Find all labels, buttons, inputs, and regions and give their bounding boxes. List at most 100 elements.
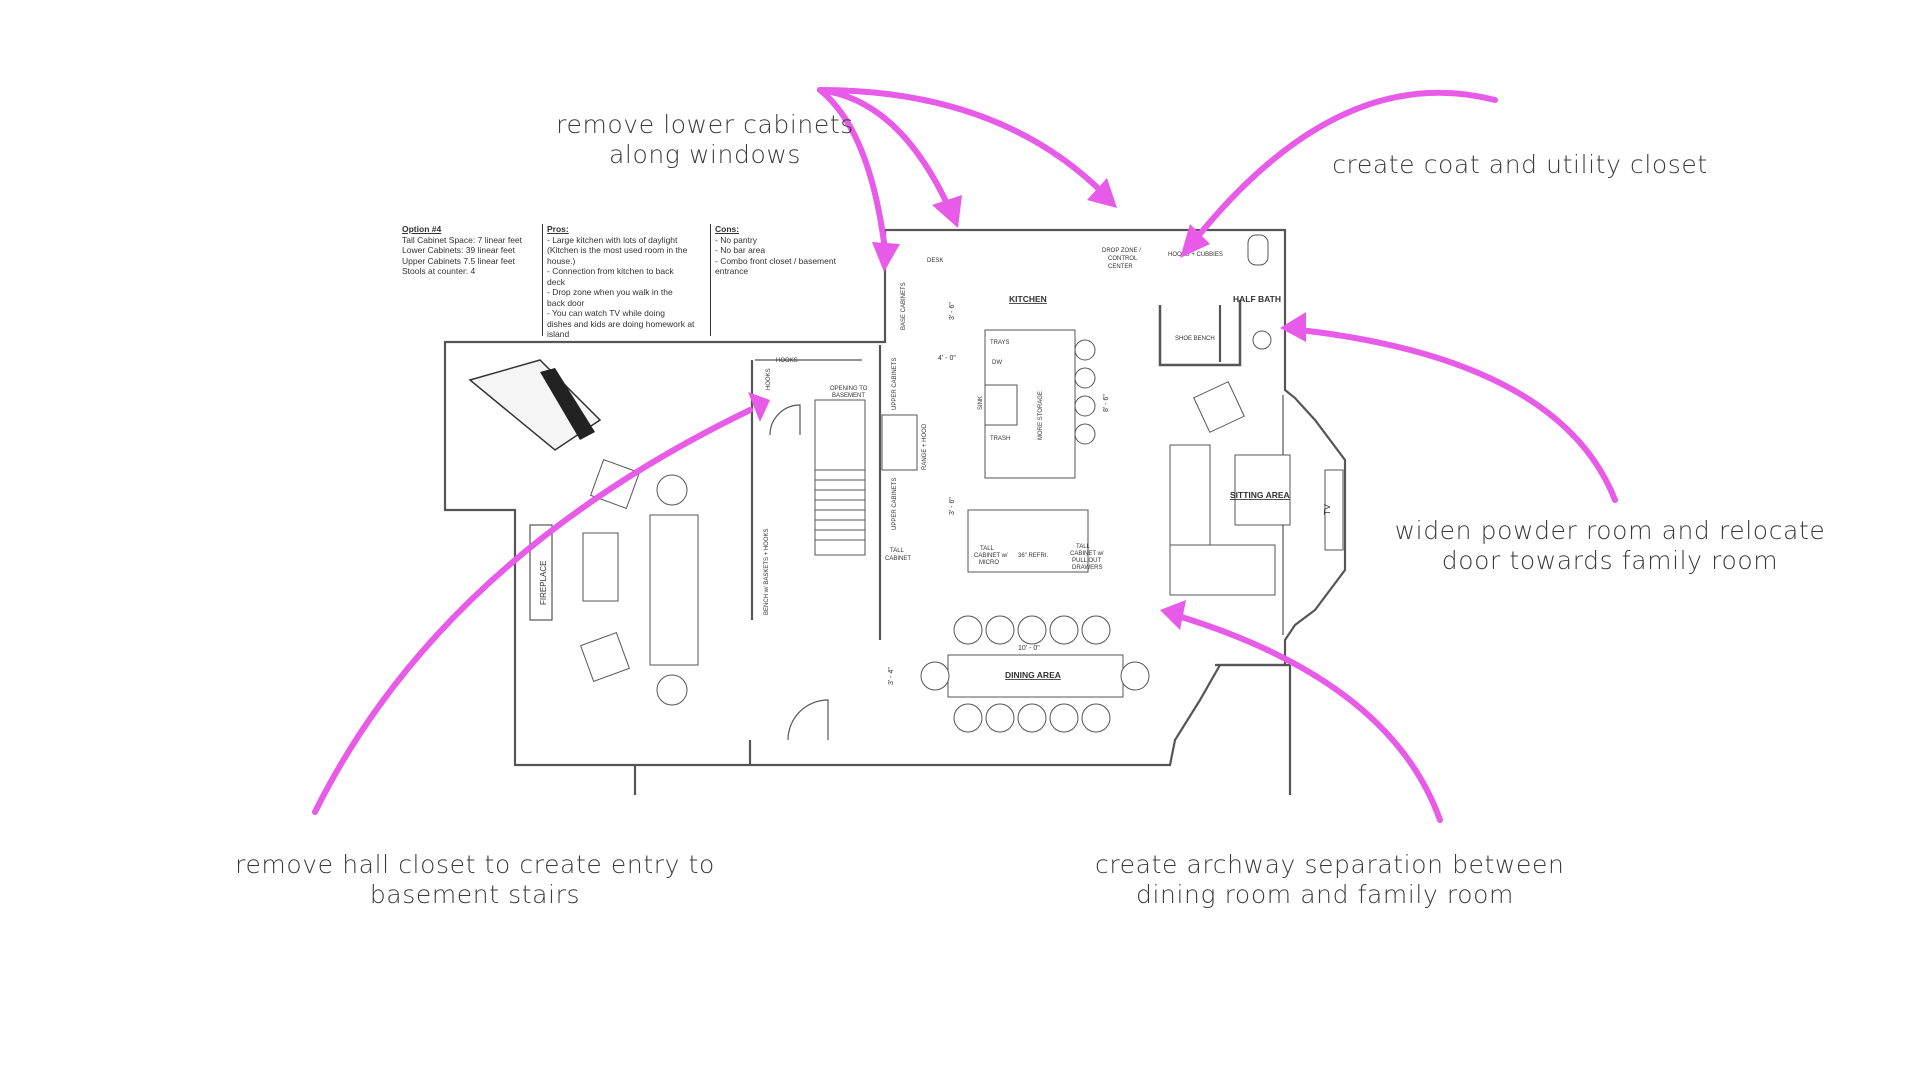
cons-header: Cons:: [715, 224, 740, 234]
label-kitchen: KITCHEN: [1009, 294, 1047, 304]
annotation-archway: create archway separation between dining…: [1095, 850, 1564, 910]
range: [881, 414, 918, 471]
pros-line: - You can watch TV while doing: [547, 308, 665, 318]
label-bench: BENCH w/ BASKETS + HOOKS: [764, 528, 770, 615]
side-table-2: [656, 674, 688, 706]
annotation-line: remove lower cabinets: [556, 110, 854, 139]
label-dw: DW: [992, 360, 1002, 366]
dim-3-6a: 3' - 6": [949, 302, 956, 320]
arrowhead-3: [1087, 178, 1117, 208]
annotation-coat-closet: create coat and utility closet: [1332, 150, 1708, 179]
label-upper-cabinets-2: UPPER CABINETS: [892, 478, 898, 530]
walls: [443, 228, 1347, 795]
label-sink: SINK: [978, 396, 984, 410]
arrow-lower-cab-2: [817, 87, 888, 253]
bath-sink: [1252, 330, 1272, 350]
label-sitting-area: SITTING AREA: [1230, 490, 1290, 500]
pros-line: back door: [547, 297, 585, 308]
label-tall-cabinet-2: CABINET: [885, 556, 911, 562]
annotation-lower-cabinets: remove lower cabinets along windows: [545, 110, 865, 170]
option-line: Upper Cabinets 7.5 linear feet: [402, 255, 515, 266]
option-info: Option #4 Tall Cabinet Space: 7 linear f…: [402, 224, 537, 277]
pros-line: - Large kitchen with lots of daylight: [547, 234, 678, 245]
arrow-lower-cab-1: [817, 87, 953, 213]
sofa: [649, 514, 699, 666]
label-tall-drawers-4: DRAWERS: [1072, 565, 1102, 571]
coffee-table: [582, 532, 619, 602]
label-opening-1: OPENING TO: [830, 386, 868, 392]
label-half-bath: HALF BATH: [1233, 294, 1281, 304]
dim-3-6b: 3' - 6": [949, 497, 956, 515]
label-hooks-2: HOOKS: [766, 368, 772, 390]
label-upper-cabinets-1: UPPER CABINETS: [892, 358, 898, 410]
half-bath-wall: [1158, 300, 1242, 367]
ottoman: [1234, 454, 1291, 526]
pros-line: deck: [547, 276, 565, 287]
label-tall-micro-1: TALL: [980, 546, 995, 552]
label-tall-drawers-3: PULL OUT: [1072, 558, 1101, 564]
pros-line: house.): [547, 255, 576, 266]
cons-line: - No bar area: [715, 245, 766, 255]
label-fridge: 36" REFRI.: [1018, 553, 1048, 559]
annotation-hall-closet: remove hall closet to create entry to ba…: [235, 850, 715, 910]
side-table-1: [656, 474, 688, 506]
label-dining-area: DINING AREA: [1005, 670, 1061, 680]
pros-line: - Connection from kitchen to back: [547, 266, 674, 276]
stool-3: [1074, 395, 1096, 417]
arrow-lower-cab-3: [817, 87, 1108, 198]
cons-line: entrance: [715, 266, 749, 276]
label-drop-zone-2: CONTROL: [1108, 256, 1138, 262]
annotation-arrows: [312, 87, 1618, 823]
label-hooks-1: HOOKS: [776, 358, 798, 364]
sectional-short: [1169, 544, 1276, 596]
dim-4-0: 4' - 0": [938, 355, 956, 362]
label-tall-drawers-1: TALL: [1076, 544, 1091, 550]
arrowhead-2: [872, 242, 900, 272]
arrow-coat-closet: [1192, 89, 1498, 243]
label-range-hood: RANGE + HOOD: [922, 423, 928, 470]
toilet: [1247, 234, 1269, 266]
dining-table: [947, 654, 1124, 698]
arrow-hall-closet: [312, 407, 753, 815]
entry-door: [787, 699, 829, 741]
piano: [468, 359, 602, 451]
arrow-heads: [748, 178, 1306, 630]
label-tall-drawers-2: CABINET w/: [1070, 551, 1104, 557]
arrowhead-1: [932, 195, 962, 228]
sitting-furniture: [1169, 234, 1344, 596]
cons-line: - No pantry: [715, 234, 758, 245]
label-desk: DESK: [927, 258, 943, 264]
pros-line: island: [547, 329, 570, 339]
label-more-storage: MORE STORAGE: [1038, 391, 1044, 440]
armchair-2: [580, 632, 630, 682]
label-fireplace: FIREPLACE: [539, 561, 548, 605]
option-line: Stools at counter: 4: [402, 266, 476, 276]
dining-furniture: [920, 615, 1150, 733]
pros-line: (Kitchen is the most used room in the: [547, 245, 688, 255]
annotation-line: basement stairs: [369, 880, 581, 909]
annotation-line: along windows: [608, 140, 802, 169]
stair-box: [814, 399, 866, 556]
dim-3-4: 3' - 4": [888, 667, 895, 685]
pros-header: Pros:: [547, 224, 569, 234]
fridge-wall: [967, 509, 1089, 573]
annotation-line: remove hall closet to create entry to: [235, 850, 715, 879]
stool-4: [1074, 423, 1096, 445]
pros-info: Pros: - Large kitchen with lots of dayli…: [542, 224, 712, 339]
arrowhead-6: [748, 392, 770, 422]
arrowhead-5: [1280, 312, 1306, 342]
annotation-line: dining room and family room: [1136, 880, 1514, 909]
arrowhead-4: [1180, 224, 1210, 258]
label-hooks-cubbies: HOOKS + CUBBIES: [1168, 252, 1223, 258]
sink: [984, 384, 1018, 426]
sitting-chair: [1193, 381, 1245, 433]
arrow-archway: [1172, 612, 1443, 823]
option-line: Tall Cabinet Space: 7 linear feet: [402, 234, 523, 245]
dim-8-6: 8' - 6": [1103, 394, 1110, 412]
annotation-line: door towards family room: [1441, 546, 1779, 575]
stairs: [814, 399, 866, 556]
living-furniture: [580, 459, 699, 706]
arrow-powder-room: [1297, 327, 1618, 503]
